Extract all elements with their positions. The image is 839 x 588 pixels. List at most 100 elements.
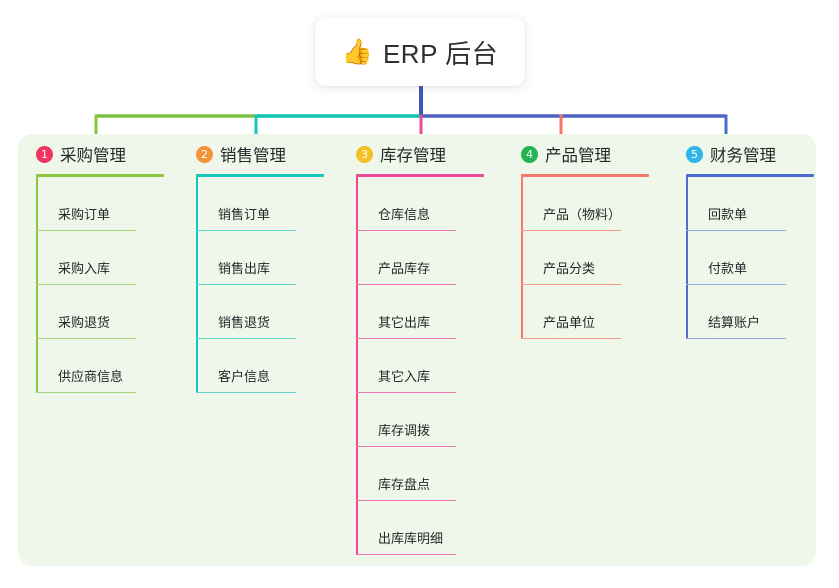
branch-item-label: 仓库信息 <box>378 207 431 222</box>
branch-item-underline <box>36 283 136 285</box>
branch-item[interactable]: 产品分类 <box>521 231 663 285</box>
branch-item-list: 产品（物料） 产品分类产品单位 <box>521 177 663 339</box>
branch-item-label: 客户信息 <box>218 369 271 384</box>
branch-item-underline <box>521 337 621 339</box>
branch-vertical-connector <box>196 177 198 393</box>
branch-header-3[interactable]: 3 库存管理 <box>338 134 498 174</box>
branch-title: 财务管理 <box>710 147 776 165</box>
branch-item[interactable]: 客户信息 <box>196 339 338 393</box>
branch-item[interactable]: 回款单 <box>686 177 828 231</box>
branch-item[interactable]: 产品库存 <box>356 231 498 285</box>
branch-item-label: 销售订单 <box>218 207 271 222</box>
branch-vertical-connector <box>686 177 688 339</box>
branch-item-list: 回款单付款单结算账户 <box>686 177 828 339</box>
branch-item-list: 销售订单销售出库销售退货客户信息 <box>196 177 338 393</box>
branch-item-label: 采购入库 <box>58 261 111 276</box>
branch-item[interactable]: 采购订单 <box>36 177 178 231</box>
branch-item[interactable]: 其它出库 <box>356 285 498 339</box>
branch-item-label: 库存调拨 <box>378 423 431 438</box>
branch-item-underline <box>686 337 786 339</box>
branch-item-underline <box>521 229 621 231</box>
branch-number-badge: 3 <box>356 145 373 163</box>
branch-item-label: 其它入库 <box>378 369 431 384</box>
branch-header-underline <box>521 174 649 177</box>
branch-item-underline <box>521 283 621 285</box>
branch-item-underline <box>36 337 136 339</box>
branch-item-underline <box>686 283 786 285</box>
branch-header-1[interactable]: 1 采购管理 <box>18 134 178 174</box>
branch-item-underline <box>196 229 296 231</box>
branch-item[interactable]: 付款单 <box>686 231 828 285</box>
branch-item-label: 采购退货 <box>58 315 111 330</box>
branch-item[interactable]: 采购入库 <box>36 231 178 285</box>
branch-item[interactable]: 产品单位 <box>521 285 663 339</box>
branch-item[interactable]: 库存盘点 <box>356 447 498 501</box>
branch-item[interactable]: 采购退货 <box>36 285 178 339</box>
branch-vertical-connector <box>36 177 38 393</box>
branch-item-label: 供应商信息 <box>58 369 124 384</box>
branch-item-label: 结算账户 <box>708 315 761 330</box>
branch-column-5: 5 财务管理回款单付款单结算账户 <box>668 134 828 339</box>
branch-title: 库存管理 <box>380 147 446 165</box>
branch-item-label: 出库库明细 <box>378 531 444 546</box>
branch-item-underline <box>36 391 136 393</box>
branch-vertical-connector <box>356 177 358 555</box>
branch-item-label: 销售出库 <box>218 261 271 276</box>
branch-header-2[interactable]: 2 销售管理 <box>178 134 338 174</box>
branch-title: 销售管理 <box>220 147 286 165</box>
branch-columns: 1 采购管理采购订单采购入库采购退货供应商信息 2 销售管理销售订单销售出库销售退货客… <box>18 134 816 566</box>
branch-item[interactable]: 销售退货 <box>196 285 338 339</box>
branch-column-1: 1 采购管理采购订单采购入库采购退货供应商信息 <box>18 134 178 393</box>
branch-item-list: 采购订单采购入库采购退货供应商信息 <box>36 177 178 393</box>
branch-item-underline <box>356 553 456 555</box>
branch-item-underline <box>356 445 456 447</box>
branch-item-underline <box>356 391 456 393</box>
branch-item-label: 回款单 <box>708 207 748 222</box>
branch-item-label: 采购订单 <box>58 207 111 222</box>
branch-item[interactable]: 销售订单 <box>196 177 338 231</box>
branch-item-label: 付款单 <box>708 261 748 276</box>
branch-item-underline <box>196 391 296 393</box>
branch-title: 采购管理 <box>60 147 126 165</box>
branch-item[interactable]: 产品（物料） <box>521 177 663 231</box>
branch-item-label: 其它出库 <box>378 315 431 330</box>
branch-header-underline <box>36 174 164 177</box>
branch-item-underline <box>356 229 456 231</box>
root-node-title: ERP 后台 <box>382 38 499 69</box>
branch-item-label: 产品（物料） <box>543 207 622 222</box>
branch-column-2: 2 销售管理销售订单销售出库销售退货客户信息 <box>178 134 338 393</box>
branch-item-label: 产品分类 <box>543 261 596 276</box>
thumbs-up-icon: 👍 <box>341 37 373 66</box>
branch-item[interactable]: 供应商信息 <box>36 339 178 393</box>
branch-item-underline <box>356 337 456 339</box>
branch-item-underline <box>196 337 296 339</box>
branch-item-underline <box>686 229 786 231</box>
branch-item-label: 产品单位 <box>543 315 596 330</box>
branches-panel <box>18 134 816 566</box>
branch-item[interactable]: 销售出库 <box>196 231 338 285</box>
branch-item[interactable]: 仓库信息 <box>356 177 498 231</box>
branch-item-underline <box>356 283 456 285</box>
branch-number-badge: 1 <box>36 145 53 163</box>
branch-number-badge: 5 <box>686 145 703 163</box>
branch-header-underline <box>196 174 324 177</box>
branch-number-badge: 2 <box>196 145 213 163</box>
branch-vertical-connector <box>521 177 523 339</box>
branch-item[interactable]: 库存调拨 <box>356 393 498 447</box>
root-node-card[interactable]: 👍 ERP 后台 <box>315 18 525 86</box>
branch-item-label: 库存盘点 <box>378 477 431 492</box>
branch-item-label: 销售退货 <box>218 315 271 330</box>
branch-item-label: 产品库存 <box>378 261 431 276</box>
branch-title: 产品管理 <box>545 147 611 165</box>
branch-item-underline <box>36 229 136 231</box>
branch-item[interactable]: 结算账户 <box>686 285 828 339</box>
branch-item-underline <box>196 283 296 285</box>
branch-header-5[interactable]: 5 财务管理 <box>668 134 828 174</box>
branch-item-underline <box>356 499 456 501</box>
branch-item[interactable]: 出库库明细 <box>356 501 498 555</box>
branch-item[interactable]: 其它入库 <box>356 339 498 393</box>
branch-item-list: 仓库信息产品库存其它出库其它入库库存调拨库存盘点出库库明细 <box>356 177 498 555</box>
